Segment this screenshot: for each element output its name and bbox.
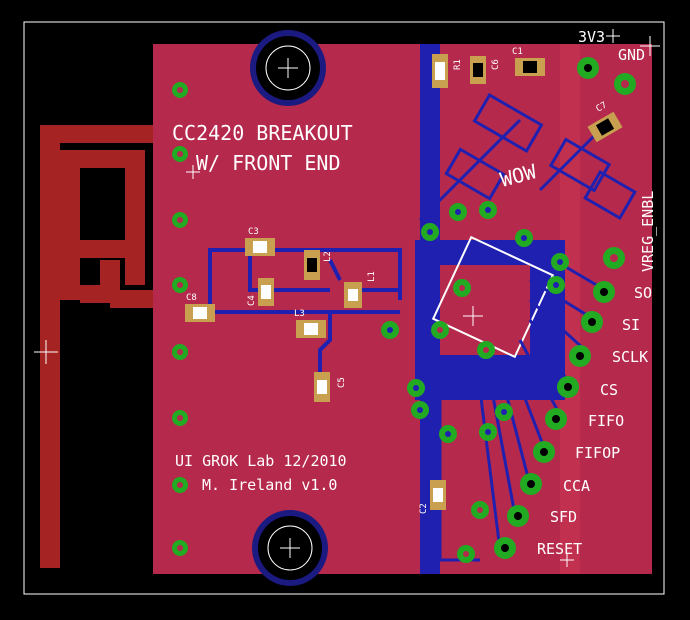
component-c5 xyxy=(314,372,330,402)
smd-components xyxy=(185,54,623,510)
pad-outlines xyxy=(444,92,637,221)
chip-vias xyxy=(381,201,569,563)
pin-label-fifo: FIFO xyxy=(588,412,624,430)
credit-line2: M. Ireland v1.0 xyxy=(202,476,337,494)
crosshair-markers xyxy=(34,29,660,567)
label-c7: C7 xyxy=(595,101,609,115)
pin-label-cca: CCA xyxy=(563,477,590,495)
label-l1: L1 xyxy=(367,271,377,282)
board-outline xyxy=(23,21,665,595)
label-c4: C4 xyxy=(247,295,257,306)
left-vias xyxy=(172,82,188,556)
component-l1 xyxy=(344,282,362,308)
component-labels: C1 R1 C6 C7 C3 C4 L2 L1 C8 L3 C5 C2 xyxy=(186,47,609,514)
component-r1 xyxy=(432,54,448,88)
pin-label-si: SI xyxy=(622,316,640,334)
component-c7 xyxy=(587,111,623,143)
header-pins xyxy=(494,57,636,559)
pin-label-fifop: FIFOP xyxy=(575,444,620,462)
label-c6: C6 xyxy=(491,59,501,70)
antenna-trace xyxy=(40,125,190,568)
component-c2 xyxy=(430,480,446,510)
pin-label-sfd: SFD xyxy=(550,508,577,526)
label-c8: C8 xyxy=(186,293,197,303)
pin-label-so: SO xyxy=(634,284,652,302)
board-title-line1: CC2420 BREAKOUT xyxy=(172,121,353,145)
pin-label-reset: RESET xyxy=(537,540,582,558)
component-c1 xyxy=(515,58,545,76)
label-c1: C1 xyxy=(512,47,523,57)
label-c5: C5 xyxy=(337,377,347,388)
credit-line1: UI GROK Lab 12/2010 xyxy=(175,452,347,470)
component-c3 xyxy=(245,238,275,256)
pin-label-sclk: SCLK xyxy=(612,348,648,366)
mounting-hole-top xyxy=(250,30,326,106)
board-title-line2: W/ FRONT END xyxy=(196,151,341,175)
component-c4 xyxy=(258,278,274,306)
pin-label-cs: CS xyxy=(600,381,618,399)
component-l3 xyxy=(296,320,326,338)
pin-label-gnd: GND xyxy=(618,46,645,64)
label-c2: C2 xyxy=(419,503,429,514)
label-l3: L3 xyxy=(294,309,305,319)
label-c3: C3 xyxy=(248,227,259,237)
component-l2 xyxy=(304,250,320,280)
component-c6 xyxy=(470,56,486,84)
pin-label-3v3: 3V3 xyxy=(578,28,605,46)
label-r1: R1 xyxy=(453,59,463,70)
pin-labels: 3V3 GND VREG_ENBL SO SI SCLK CS FIFO FIF… xyxy=(537,28,657,558)
component-c8 xyxy=(185,304,215,322)
copper-strip xyxy=(560,44,580,574)
label-l2: L2 xyxy=(323,251,333,262)
pin-label-vreg-enbl: VREG_ENBL xyxy=(639,191,657,272)
mounting-hole-bottom xyxy=(252,510,328,586)
ic-cc2420 xyxy=(415,235,565,400)
